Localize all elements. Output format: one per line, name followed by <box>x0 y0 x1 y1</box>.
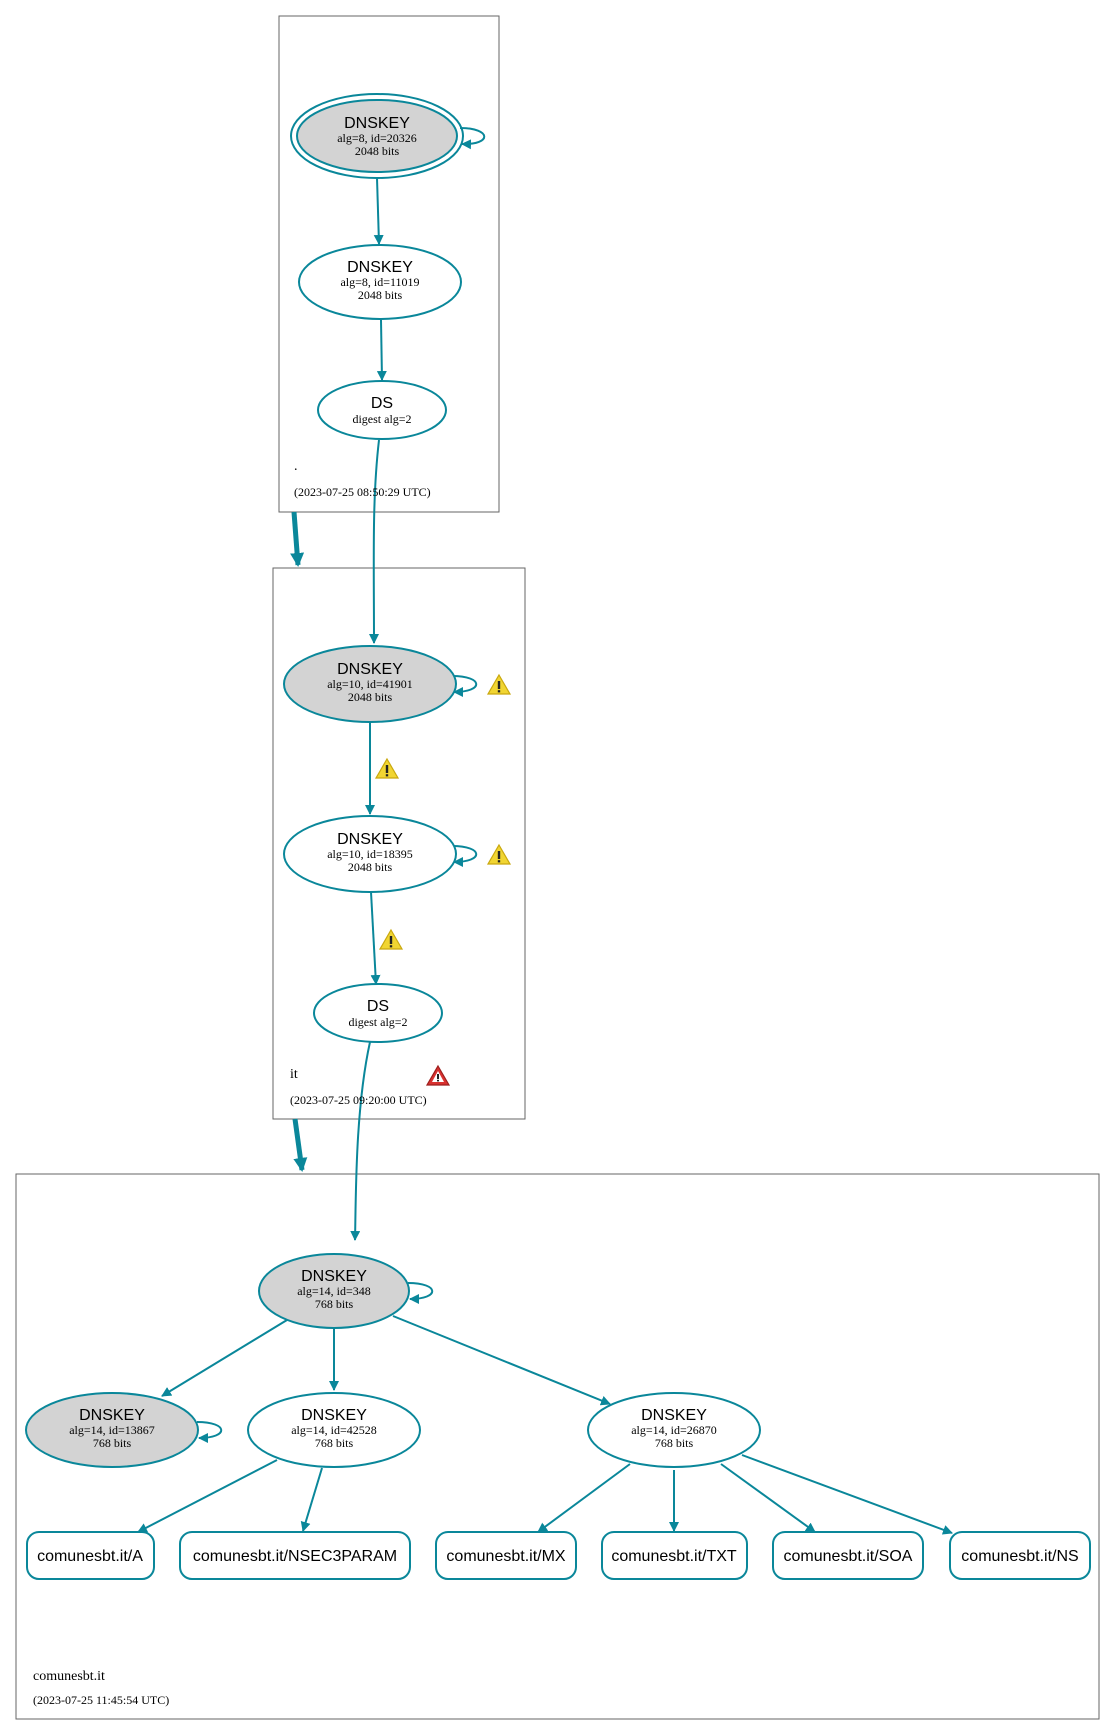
node-root-ksk: DNSKEY alg=8, id=20326 2048 bits <box>290 93 464 179</box>
node-c-13867: DNSKEY alg=14, id=13867 768 bits <box>25 1392 199 1468</box>
record-label: comunesbt.it/NS <box>961 1548 1078 1565</box>
edge-13867-self <box>196 1421 223 1443</box>
node-detail: 768 bits <box>93 1436 132 1450</box>
zone-root-box <box>278 15 500 513</box>
node-detail: alg=14, id=26870 <box>631 1423 717 1437</box>
node-it-ksk: DNSKEY alg=10, id=41901 2048 bits <box>283 645 457 723</box>
node-detail: alg=8, id=20326 <box>337 131 417 145</box>
zone-root-name: . <box>294 459 298 474</box>
node-detail: alg=10, id=18395 <box>327 847 413 861</box>
node-title: DNSKEY <box>301 1268 367 1285</box>
node-title: DNSKEY <box>641 1407 707 1424</box>
node-detail: alg=14, id=42528 <box>291 1423 377 1437</box>
node-detail: digest alg=2 <box>352 412 411 426</box>
record-mx: comunesbt.it/MX <box>435 1531 577 1580</box>
node-detail: 768 bits <box>315 1297 354 1311</box>
node-detail: alg=10, id=41901 <box>327 677 413 691</box>
edge-c-ksk-to-26870 <box>392 1315 611 1406</box>
record-soa: comunesbt.it/SOA <box>772 1531 924 1580</box>
node-title: DNSKEY <box>347 259 413 276</box>
edge-root-ksk-self <box>459 127 486 150</box>
node-title: DNSKEY <box>344 115 410 132</box>
zone-it-box <box>272 567 526 1120</box>
node-detail: alg=14, id=13867 <box>69 1423 155 1437</box>
edge-26870-to-ns <box>741 1454 953 1535</box>
warning-icon <box>487 844 511 865</box>
edge-c-ksk-self <box>407 1282 434 1304</box>
zone-comunesbt-timestamp: (2023-07-25 11:45:54 UTC) <box>33 1693 169 1707</box>
node-detail: 768 bits <box>655 1436 694 1450</box>
node-detail: alg=8, id=11019 <box>340 275 419 289</box>
node-detail: alg=14, id=348 <box>297 1284 371 1298</box>
zone-comunesbt-box <box>15 1173 1100 1720</box>
node-title: DS <box>371 395 393 412</box>
edge-it-zsk-self <box>451 845 478 867</box>
node-title: DNSKEY <box>301 1407 367 1424</box>
zone-root-timestamp: (2023-07-25 08:50:29 UTC) <box>294 485 431 499</box>
record-a: comunesbt.it/A <box>26 1531 155 1580</box>
delegation-root-to-it <box>290 511 305 567</box>
node-root-ds: DS digest alg=2 <box>317 380 447 440</box>
record-nsec3param: comunesbt.it/NSEC3PARAM <box>179 1531 411 1580</box>
node-c-ksk: DNSKEY alg=14, id=348 768 bits <box>258 1253 410 1329</box>
zone-it-timestamp: (2023-07-25 09:20:00 UTC) <box>290 1093 427 1107</box>
node-title: DS <box>367 998 389 1015</box>
edge-root-zsk-to-ds <box>376 319 387 381</box>
zone-comunesbt-name: comunesbt.it <box>33 1669 105 1684</box>
record-txt: comunesbt.it/TXT <box>601 1531 748 1580</box>
record-label: comunesbt.it/A <box>37 1548 143 1565</box>
edge-42528-to-nsec3param <box>300 1467 323 1532</box>
record-label: comunesbt.it/MX <box>446 1548 565 1565</box>
edge-root-ksk-to-zsk <box>373 177 384 245</box>
warning-icon <box>375 758 399 779</box>
edge-it-ksk-self <box>451 675 478 697</box>
record-label: comunesbt.it/TXT <box>611 1548 737 1565</box>
node-title: DNSKEY <box>337 661 403 678</box>
node-detail: 2048 bits <box>348 690 393 704</box>
edge-it-ds-to-c-ksk <box>350 1041 371 1241</box>
error-icon <box>426 1065 450 1086</box>
edge-42528-to-a <box>137 1459 278 1533</box>
edge-26870-to-mx <box>537 1463 631 1533</box>
node-c-42528: DNSKEY alg=14, id=42528 768 bits <box>247 1392 421 1468</box>
warning-icon <box>487 674 511 695</box>
node-detail: 768 bits <box>315 1436 354 1450</box>
edge-c-ksk-to-13867 <box>161 1319 288 1397</box>
delegation-it-to-comunesbt <box>292 1118 308 1172</box>
record-label: comunesbt.it/NSEC3PARAM <box>193 1548 397 1565</box>
node-detail: 2048 bits <box>355 144 400 158</box>
node-it-zsk: DNSKEY alg=10, id=18395 2048 bits <box>283 815 457 893</box>
warning-icon <box>379 929 403 950</box>
zone-it-name: it <box>290 1067 298 1082</box>
node-detail: digest alg=2 <box>348 1015 407 1029</box>
node-detail: 2048 bits <box>358 288 403 302</box>
record-ns: comunesbt.it/NS <box>949 1531 1091 1580</box>
node-root-zsk: DNSKEY alg=8, id=11019 2048 bits <box>298 244 462 320</box>
node-it-ds: DS digest alg=2 <box>313 983 443 1043</box>
node-detail: 2048 bits <box>348 860 393 874</box>
edge-root-ds-to-it-ksk <box>368 439 380 644</box>
edge-26870-to-soa <box>720 1463 816 1533</box>
edge-it-zsk-to-ds <box>370 891 381 985</box>
node-c-26870: DNSKEY alg=14, id=26870 768 bits <box>587 1392 761 1468</box>
node-title: DNSKEY <box>337 831 403 848</box>
node-title: DNSKEY <box>79 1407 145 1424</box>
record-label: comunesbt.it/SOA <box>784 1548 913 1565</box>
